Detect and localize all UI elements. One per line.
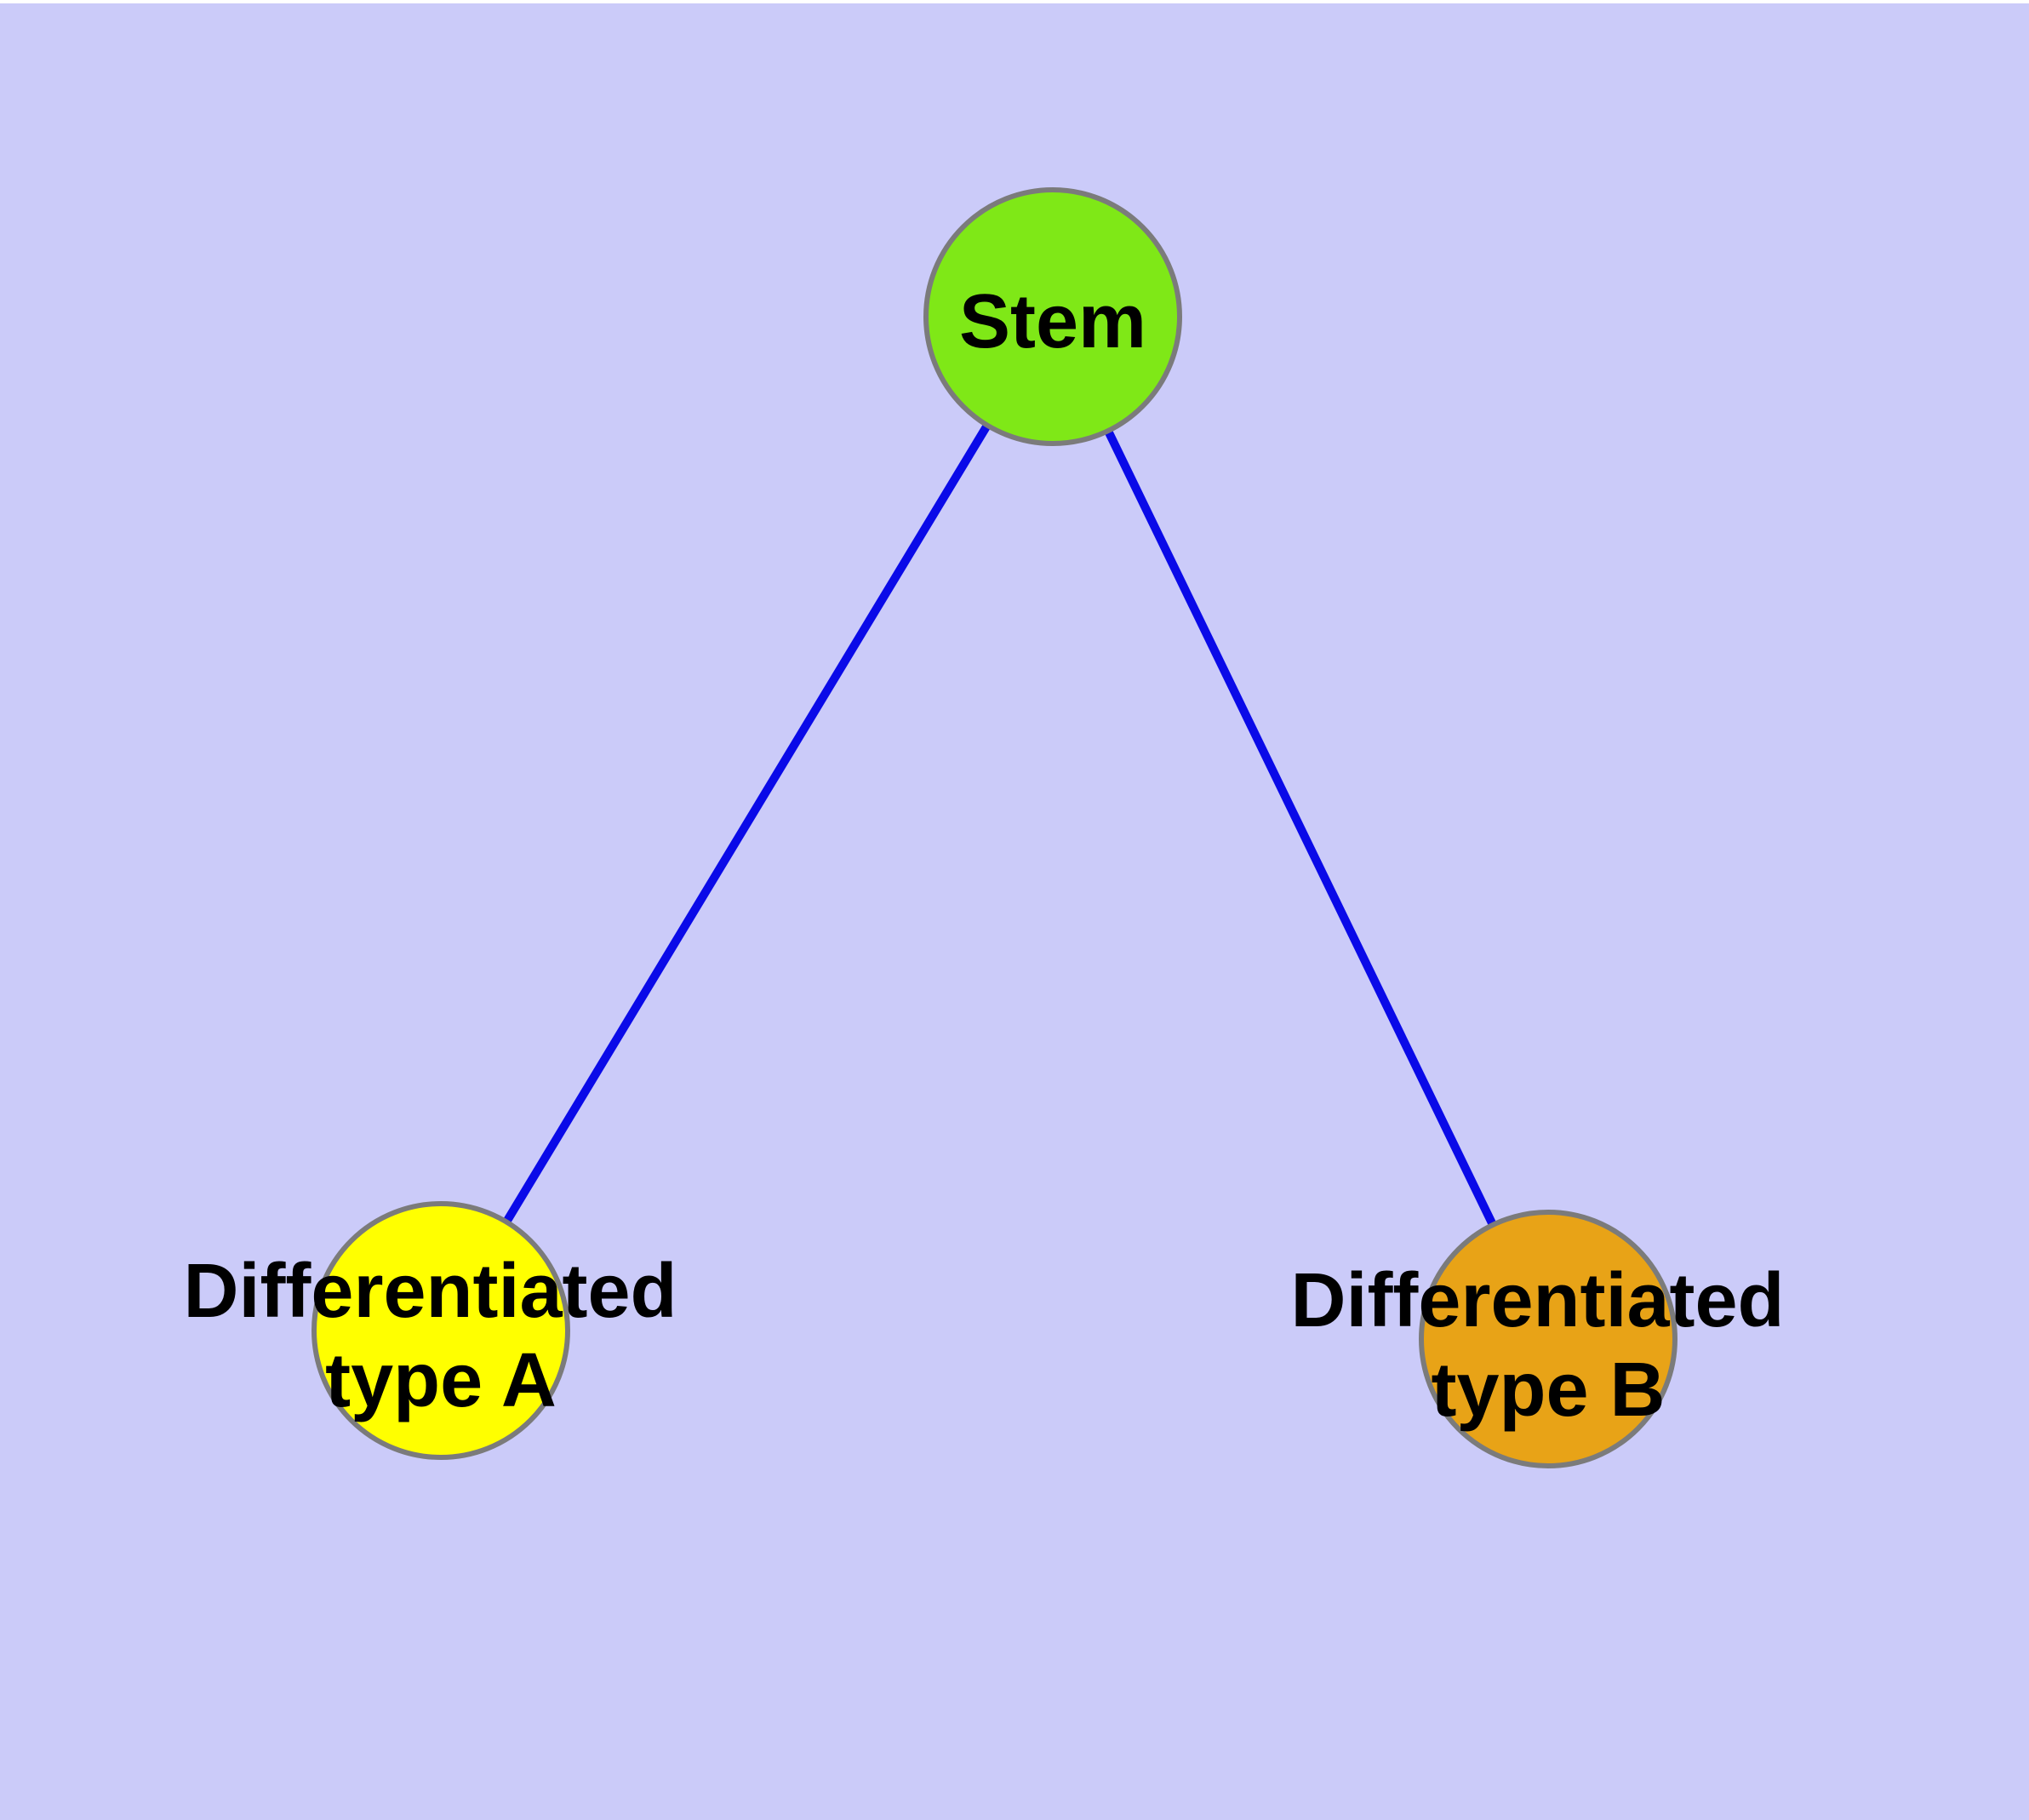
node-label-stem: Stem — [959, 279, 1146, 364]
label-line: Differentiated — [183, 1249, 677, 1334]
label-line: type A — [325, 1338, 557, 1423]
label-line: Differentiated — [1290, 1258, 1784, 1343]
node-label-differentiated-type-b: Differentiated type B — [1290, 1258, 1805, 1433]
node-differentiated-type-a — [311, 1201, 570, 1460]
top-margin-strip — [0, 0, 2029, 3]
edge-stem-to-type-a — [437, 314, 1057, 1333]
node-label-differentiated-type-a: Differentiated type A — [183, 1249, 698, 1423]
node-differentiated-type-b — [1419, 1210, 1677, 1468]
node-stem — [923, 187, 1182, 446]
label-line: type B — [1431, 1348, 1665, 1433]
edge-stem-to-type-b — [1049, 314, 1552, 1342]
